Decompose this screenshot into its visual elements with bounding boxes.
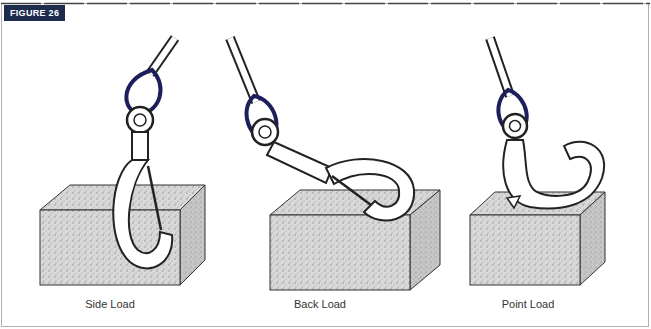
load-caption: Back Load bbox=[294, 298, 346, 310]
load-caption: Point Load bbox=[502, 298, 555, 310]
load-caption: Side Load bbox=[85, 298, 135, 310]
figure-title: FIGURE 26 bbox=[4, 5, 65, 21]
